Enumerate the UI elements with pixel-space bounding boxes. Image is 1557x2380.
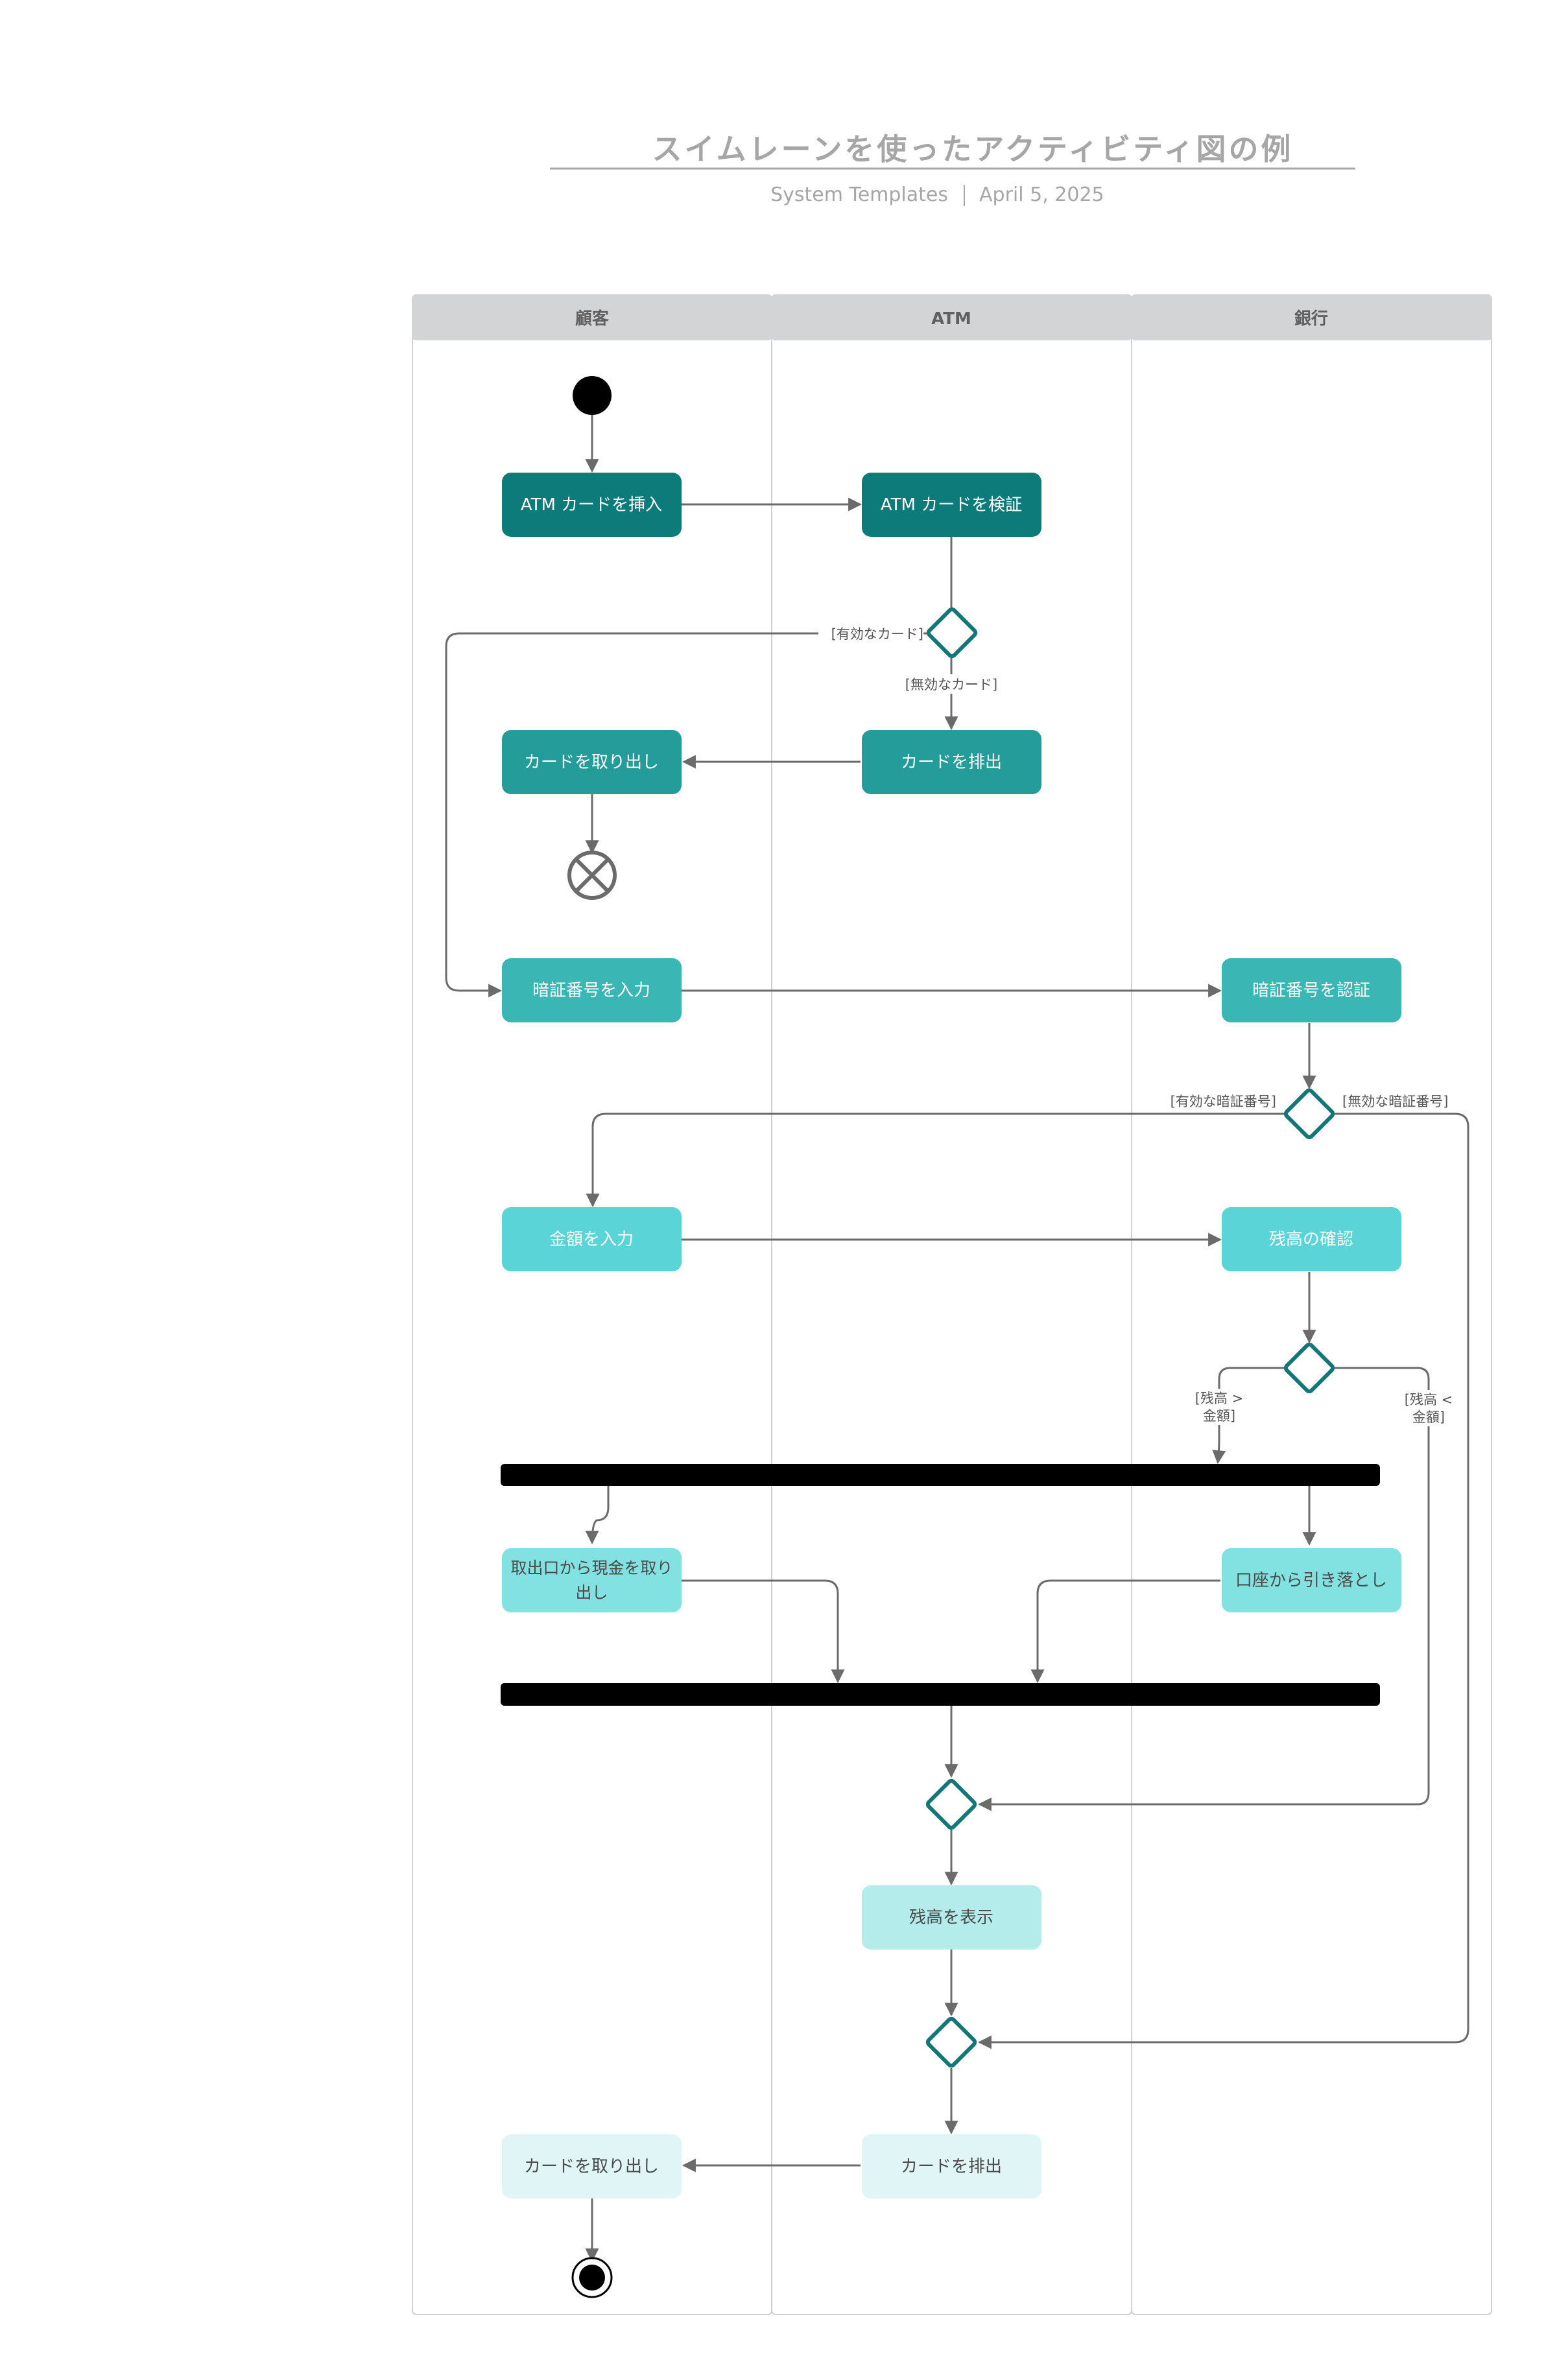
decision-pin-valid: [1283, 1088, 1335, 1140]
merge-node-1: [925, 1778, 977, 1830]
diagram-title: スイムレーンを使ったアクティビティ図の例: [652, 132, 1294, 167]
decision-nodes: [925, 607, 1335, 2068]
svg-text:残高の確認: 残高の確認: [1269, 1230, 1353, 1249]
subtitle-source: System Templates: [770, 183, 948, 206]
edge-invalid-pin: [977, 1113, 1469, 2049]
svg-text:ATM カードを検証: ATM カードを検証: [881, 495, 1022, 515]
lane-customer: [412, 294, 772, 2315]
action-take-card-1: カードを取り出し: [502, 730, 682, 794]
guard-balance-gt-line2: 金額]: [1203, 1408, 1235, 1424]
flow-final-node: [567, 851, 617, 900]
svg-text:カードを取り出し: カードを取り出し: [524, 753, 659, 772]
action-enter-pin: 暗証番号を入力: [502, 958, 682, 1022]
action-check-balance: 残高の確認: [1222, 1207, 1401, 1271]
edge-valid-card: [445, 632, 927, 998]
action-show-balance: 残高を表示: [862, 1885, 1041, 1950]
lane-header-customer: [412, 295, 772, 340]
edge-debit-to-join: [1030, 1579, 1220, 1684]
svg-text:口座から引き落とし: 口座から引き落とし: [1235, 1571, 1387, 1590]
edge-fork-to-dispense: [585, 1486, 610, 1545]
lane-title-bank: 銀行: [1294, 309, 1328, 329]
action-eject-card-2: カードを排出: [862, 2134, 1041, 2198]
fork-bar: [501, 1464, 1380, 1486]
lane-title-atm: ATM: [931, 309, 971, 329]
action-insert-card: ATM カードを挿入: [502, 473, 682, 537]
lane-header-bank: [1132, 295, 1492, 340]
guard-balance-lt-line1: [残高 <: [1405, 1392, 1453, 1408]
svg-text:暗証番号を入力: 暗証番号を入力: [532, 981, 650, 1000]
svg-text:残高を表示: 残高を表示: [909, 1908, 993, 1927]
guard-valid-pin: [有効な暗証番号]: [1171, 1094, 1276, 1109]
decision-card-valid: [926, 607, 978, 659]
lane-header-atm: [772, 295, 1132, 340]
svg-text:ATM カードを挿入: ATM カードを挿入: [521, 495, 662, 515]
svg-text:暗証番号を認証: 暗証番号を認証: [1252, 981, 1370, 1000]
lane-title-customer: 顧客: [575, 309, 610, 329]
merge-node-2: [925, 2016, 977, 2068]
guard-balance-lt-line2: 金額]: [1412, 1409, 1445, 1425]
action-dispense-cash: 取出口から現金を取り出し: [502, 1548, 682, 1612]
subtitle-date: April 5, 2025: [979, 183, 1104, 206]
action-debit-account: 口座から引き落とし: [1222, 1548, 1401, 1612]
guard-invalid-pin: [無効な暗証番号]: [1342, 1094, 1448, 1109]
guard-balance-gt-line1: [残高 >: [1195, 1391, 1243, 1406]
initial-node: [573, 376, 612, 415]
edge-valid-pin: [586, 1113, 1285, 1208]
activity-final-node: [571, 2257, 613, 2298]
action-eject-card-1: カードを排出: [862, 730, 1041, 794]
svg-text:カードを排出: カードを排出: [901, 753, 1002, 772]
action-verify-card: ATM カードを検証: [862, 473, 1041, 537]
svg-text:カードを排出: カードを排出: [901, 2157, 1002, 2176]
edge-balance-lt-amount: [977, 1367, 1430, 1811]
lane-bank: [1131, 294, 1492, 2315]
guard-invalid-card: [無効なカード]: [905, 677, 997, 692]
svg-text:カードを取り出し: カードを取り出し: [524, 2157, 659, 2176]
edge-balance-gt-amount: [1212, 1367, 1285, 1465]
guard-labels: [有効なカード] [無効なカード] [有効な暗証番号] [無効な暗証番号] [残…: [818, 624, 1455, 1426]
action-take-card-2: カードを取り出し: [502, 2134, 682, 2198]
svg-text:金額を入力: 金額を入力: [549, 1230, 634, 1249]
decision-balance: [1283, 1342, 1335, 1394]
action-auth-pin: 暗証番号を認証: [1222, 958, 1401, 1022]
action-enter-amount: 金額を入力: [502, 1207, 682, 1271]
guard-valid-card: [有効なカード]: [831, 626, 923, 642]
swimlanes: 顧客 ATM 銀行: [412, 294, 1492, 2315]
edges: [445, 415, 1469, 2263]
join-bar: [501, 1683, 1380, 1706]
edge-dispense-to-join: [682, 1579, 845, 1684]
